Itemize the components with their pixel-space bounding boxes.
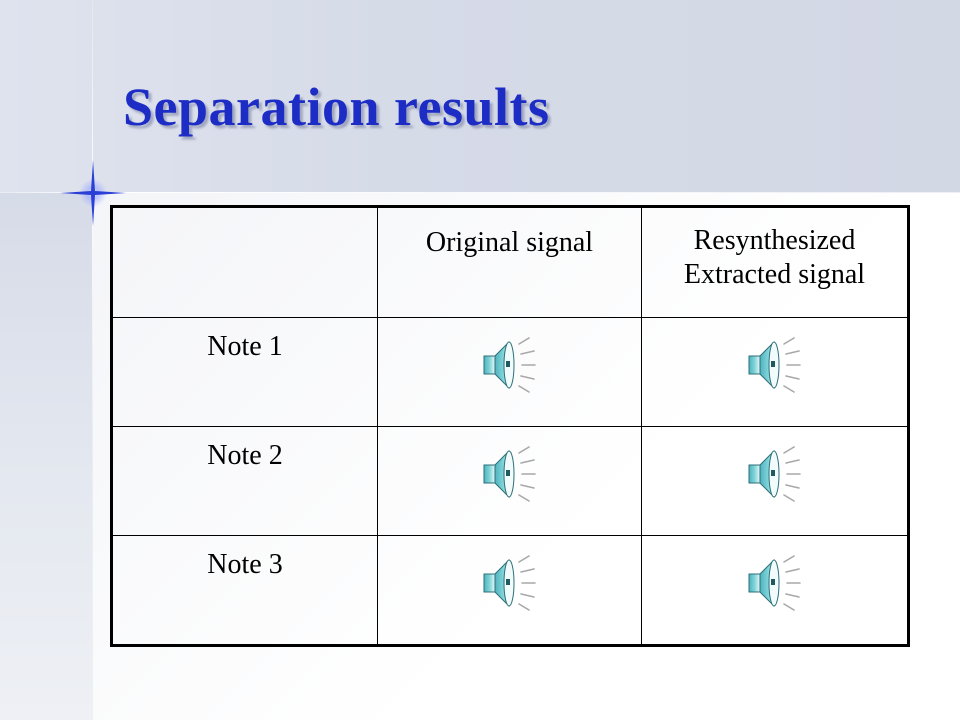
table-corner-cell <box>111 206 378 318</box>
speaker-icon[interactable] <box>479 334 541 396</box>
speaker-icon[interactable] <box>479 443 541 505</box>
row-label-cell: Note 2 <box>111 426 378 536</box>
extracted-audio-cell <box>641 426 909 536</box>
sparkle-star-icon <box>60 160 126 226</box>
header-original-signal: Original signal <box>377 206 642 318</box>
header-original-signal-label: Original signal <box>425 227 594 258</box>
decorative-horizontal-line <box>0 192 960 193</box>
slide-left-band <box>0 193 93 720</box>
header-resynthesized-line1: Resynthesized <box>693 225 856 256</box>
table-row: Note 2 <box>111 426 909 536</box>
speaker-icon[interactable] <box>744 443 806 505</box>
speaker-icon[interactable] <box>744 552 806 614</box>
row-label-cell: Note 1 <box>111 317 378 427</box>
original-audio-cell <box>377 317 642 427</box>
speaker-icon[interactable] <box>479 552 541 614</box>
original-audio-cell <box>377 535 642 646</box>
row-label-cell: Note 3 <box>111 535 378 646</box>
row-label: Note 2 <box>207 440 283 471</box>
table-header-row: Original signal Resynthesized Extracted … <box>111 206 909 318</box>
decorative-vertical-line <box>92 0 93 720</box>
row-label: Note 1 <box>207 331 283 362</box>
table-row: Note 1 <box>111 317 909 427</box>
slide-title: Separation results <box>123 77 550 137</box>
header-resynthesized-line2: Extracted signal <box>683 259 866 290</box>
original-audio-cell <box>377 426 642 536</box>
extracted-audio-cell <box>641 317 909 427</box>
table-row: Note 3 <box>111 535 909 646</box>
speaker-icon[interactable] <box>744 334 806 396</box>
header-resynthesized-signal: Resynthesized Extracted signal <box>641 206 909 318</box>
row-label: Note 3 <box>207 549 283 580</box>
extracted-audio-cell <box>641 535 909 646</box>
slide-top-band <box>0 0 960 193</box>
separation-results-table: Original signal Resynthesized Extracted … <box>110 205 910 647</box>
